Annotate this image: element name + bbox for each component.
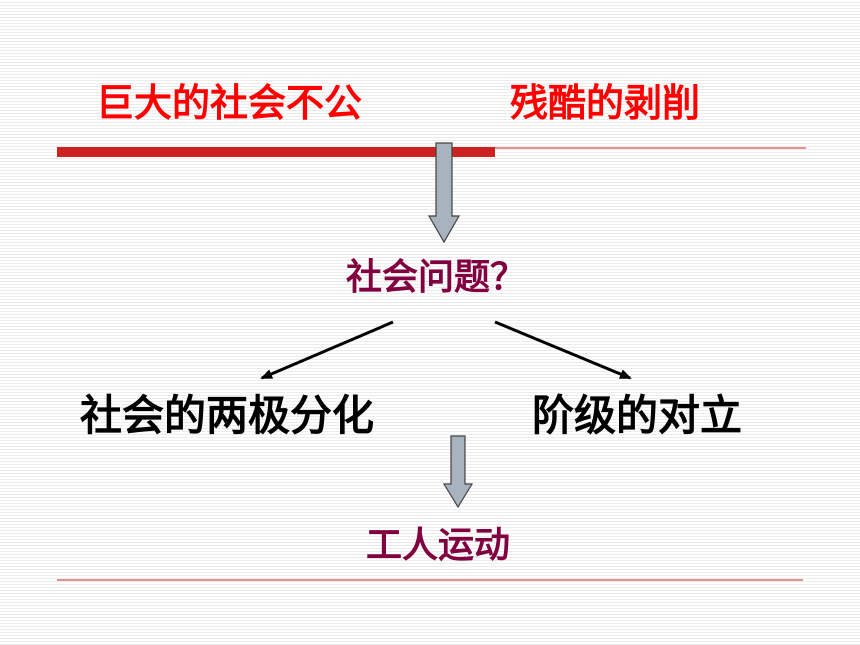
- result-text: 工人运动: [366, 525, 511, 566]
- top-rule-thick: [57, 147, 495, 157]
- arrow-left: [260, 320, 394, 380]
- right-branch-text: 阶级的对立: [532, 391, 743, 440]
- arrow-right: [494, 320, 632, 380]
- title-left-text: 巨大的社会不公: [96, 81, 363, 125]
- left-branch-text: 社会的两极分化: [80, 391, 375, 440]
- down-arrow-top: [427, 142, 461, 244]
- down-arrow-bottom: [442, 435, 474, 509]
- question-text: 社会问题？: [346, 257, 527, 298]
- title-right-text: 残酷的剥削: [510, 81, 701, 125]
